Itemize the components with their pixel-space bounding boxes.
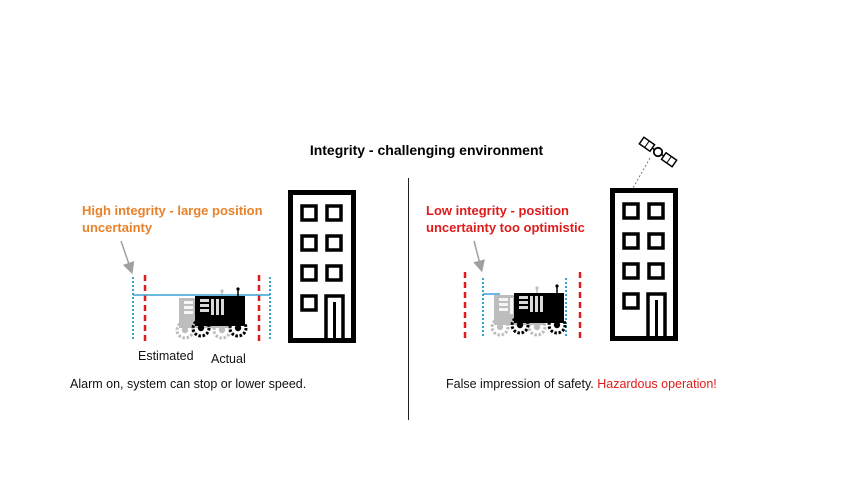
diagram-title: Integrity - challenging environment	[309, 142, 544, 158]
left-heading-line1: High integrity - large position	[82, 203, 263, 218]
right-caption: False impression of safety. Hazardous op…	[446, 377, 717, 393]
satellite-icon	[632, 136, 678, 189]
label-estimated: Estimated	[138, 349, 194, 363]
panel-divider	[408, 178, 409, 420]
right-heading-line1: Low integrity - position	[426, 203, 569, 218]
right-caption-prefix: False impression of safety.	[446, 377, 598, 391]
right-caption-alert: Hazardous operation!	[597, 377, 717, 391]
label-actual: Actual	[211, 352, 246, 366]
right-heading-line2: uncertainty too optimistic	[426, 220, 585, 235]
left-heading-line2: uncertainty	[82, 220, 153, 235]
right-arrow-icon	[473, 240, 485, 273]
left-arrow-icon	[120, 240, 135, 275]
left-building-icon	[291, 193, 354, 341]
left-caption: Alarm on, system can stop or lower speed…	[70, 377, 307, 391]
right-building-icon	[613, 191, 676, 339]
